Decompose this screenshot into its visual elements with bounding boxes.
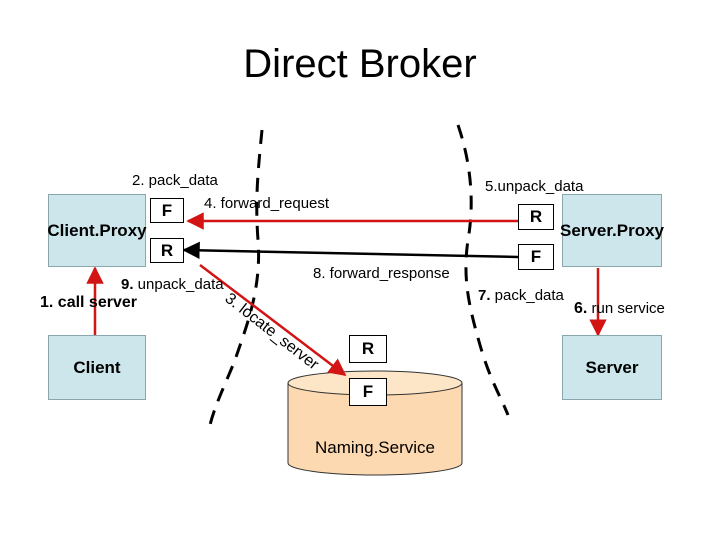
boundary-line-left bbox=[208, 129, 264, 426]
step-5-label: 5.unpack_data bbox=[485, 178, 584, 195]
server-proxy-r-marker: R bbox=[518, 204, 554, 230]
page-title: Direct Broker bbox=[243, 42, 477, 86]
step-6-label: 6. run service bbox=[574, 300, 665, 318]
naming-f-marker: F bbox=[349, 378, 387, 406]
client-proxy-r-marker: R bbox=[150, 238, 184, 263]
step-7-text: pack_data bbox=[490, 287, 564, 304]
server-proxy-box: Server.Proxy bbox=[560, 194, 664, 267]
client-proxy-f-marker: F bbox=[150, 198, 184, 223]
step-7-label: 7. pack_data bbox=[478, 287, 564, 304]
naming-service-label: Naming.Service bbox=[315, 438, 435, 457]
locate-server-arrow bbox=[199, 264, 347, 377]
step-9-label: 9. unpack_data bbox=[121, 276, 224, 293]
step-9-text: unpack_data bbox=[133, 276, 224, 293]
forward-response-arrow bbox=[182, 241, 519, 260]
step-6-text: run service bbox=[587, 300, 665, 317]
step-7-number: 7. bbox=[478, 287, 491, 304]
client-proxy-box: Client.Proxy bbox=[47, 194, 147, 267]
server-box: Server bbox=[562, 335, 662, 400]
step-1-text: call server bbox=[53, 294, 137, 311]
client-box: Client bbox=[48, 335, 146, 400]
step-4-label: 4. forward_request bbox=[204, 195, 330, 212]
step-1-label: 1. call server bbox=[40, 294, 137, 312]
step-9-number: 9. bbox=[121, 276, 134, 293]
step-6-number: 6. bbox=[574, 300, 588, 317]
step-1-number: 1. bbox=[40, 294, 54, 311]
naming-r-marker: R bbox=[349, 335, 387, 363]
boundary-line-right bbox=[456, 124, 510, 416]
server-proxy-f-marker: F bbox=[518, 244, 554, 270]
step-8-label: 8. forward_response bbox=[313, 265, 450, 282]
step-2-label: 2. pack_data bbox=[132, 172, 218, 189]
